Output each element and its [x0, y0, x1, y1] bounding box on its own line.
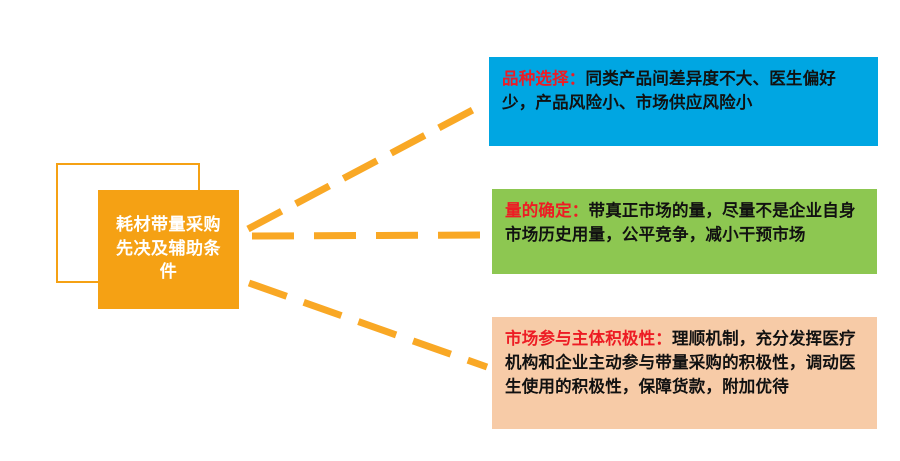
card-variety-selection[interactable]: 品种选择：同类产品间差异度不大、医生偏好少，产品风险小、市场供应风险小 — [489, 57, 878, 146]
hub-title: 耗材带量采购先决及辅助条件 — [116, 215, 221, 283]
connector-line-to-market-participant-enthusiasm — [247, 279, 489, 371]
hub-box[interactable]: 耗材带量采购先决及辅助条件 — [98, 190, 239, 309]
card-variety-selection-lead: 品种选择： — [502, 69, 586, 88]
card-market-participant-enthusiasm-body: 理顺机制，充分发挥医疗机构和企业主动参与带量采购的积极性，调动医生使用的积极性，… — [505, 329, 856, 397]
card-market-participant-enthusiasm-lead: 市场参与主体积极性： — [505, 329, 672, 348]
card-volume-determination-body: 带真正市场的量，尽量不是企业自身市场历史用量，公平竞争，减小干预市场 — [505, 201, 856, 245]
card-volume-determination[interactable]: 量的确定：带真正市场的量，尽量不是企业自身市场历史用量，公平竞争，减小干预市场 — [492, 189, 877, 274]
connector-line-to-volume-determination — [251, 231, 488, 240]
card-variety-selection-body: 同类产品间差异度不大、医生偏好少，产品风险小、市场供应风险小 — [502, 69, 836, 113]
card-market-participant-enthusiasm[interactable]: 市场参与主体积极性：理顺机制，充分发挥医疗机构和企业主动参与带量采购的积极性，调… — [492, 317, 877, 429]
connector-line-to-variety-selection — [246, 100, 486, 233]
card-volume-determination-lead: 量的确定： — [505, 201, 589, 220]
